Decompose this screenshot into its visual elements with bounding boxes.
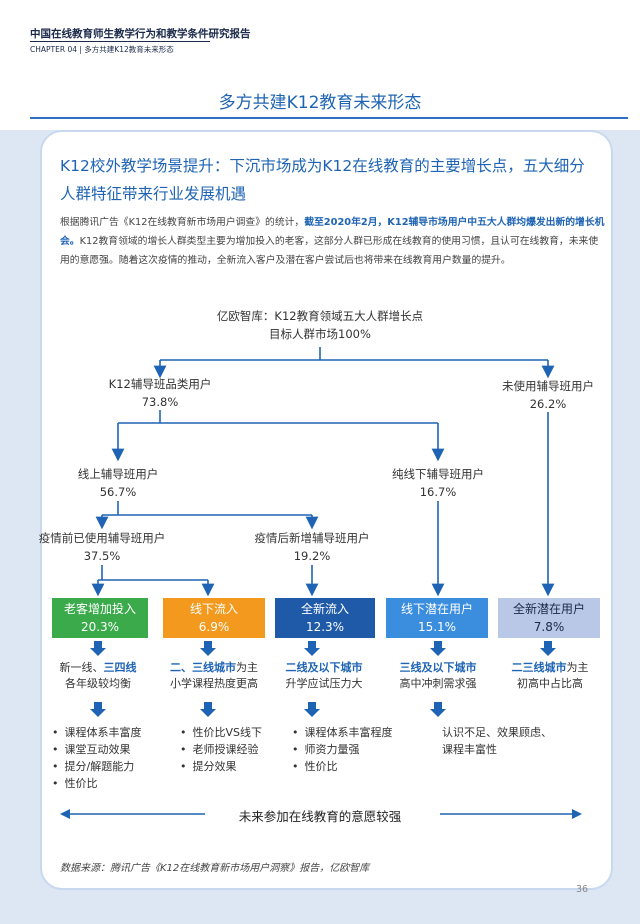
list-item: 提分效果: [180, 758, 262, 775]
segment-label: 全新流入: [300, 602, 349, 616]
list-item: 性价比: [292, 758, 393, 775]
tree-root: 亿欧智库：K12教育领域五大人群增长点 目标人群市场100%: [0, 307, 640, 343]
chapter-label: CHAPTER 04 | 多方共建K12教育未来形态: [30, 45, 174, 54]
desc-region: 新一线、: [59, 661, 104, 674]
node-value: 16.7%: [419, 485, 457, 499]
list-item: 课程丰富性: [442, 743, 497, 756]
desc-region-highlight: 二线及以下城市: [285, 661, 363, 674]
body-highlight: 截至2020年2月，K12辅导市场用户中五大人群均爆发出新的增长机会。: [60, 217, 605, 247]
segment-desc-new-potential: 二三线城市为主 初高中占比高: [492, 660, 608, 692]
concerns-old-customers: 课程体系丰富度 课堂互动效果 提分/解题能力 性价比: [52, 724, 142, 792]
segment-box-offline-inflow: 线下流入 6.9%: [163, 598, 265, 638]
desc-region: 为主: [566, 661, 589, 674]
desc-region: 为主: [236, 661, 258, 674]
segment-label: 线下流入: [189, 602, 238, 616]
concerns-offline-inflow: 性价比VS线下 老师授课经验 提分效果: [180, 724, 263, 775]
segment-box-new-potential: 全新潜在用户 7.8%: [498, 598, 600, 638]
desc-region-highlight: 二、三线城市: [170, 661, 236, 674]
desc-feature: 小学课程热度更高: [170, 677, 258, 690]
tree-node-online-users: 线上辅导班用户 56.7%: [58, 465, 178, 501]
node-label: K12辅导班品类用户: [108, 377, 212, 391]
desc-region-highlight: 二三线城市: [511, 661, 567, 674]
page-title: 多方共建K12教育未来形态: [218, 93, 422, 113]
desc-feature: 各年级较均衡: [65, 677, 131, 690]
segment-value: 12.3%: [305, 620, 345, 634]
concerns-offline-potential: 认识不足、效果顾虑、 课程丰富性: [442, 724, 552, 758]
segment-value: 6.9%: [198, 620, 230, 634]
list-item: 课程体系丰富程度: [292, 724, 393, 741]
title-divider: [30, 117, 628, 119]
segment-value: 20.3%: [80, 620, 120, 634]
tree-node-pre-epidemic-users: 疫情前已使用辅导班用户 37.5%: [32, 529, 172, 565]
tree-node-offline-only-users: 纯线下辅导班用户 16.7%: [368, 465, 508, 501]
node-value: 56.7%: [99, 485, 137, 499]
desc-feature: 初高中占比高: [517, 677, 583, 690]
node-value: 37.5%: [83, 549, 121, 563]
tree-node-unused-users: 未使用辅导班用户 26.2%: [478, 377, 618, 413]
segment-box-offline-potential: 线下潜在用户 15.1%: [386, 598, 488, 638]
list-item: 课程体系丰富度: [52, 724, 142, 741]
page-number: 36: [576, 884, 589, 895]
segment-box-old-customers: 老客增加投入 20.3%: [52, 598, 148, 638]
body-paragraph: 根据腾讯广告《K12在线教育新市场用户调查》的统计，截至2020年2月，K12辅…: [60, 213, 605, 270]
desc-region-highlight: 三四线: [103, 661, 137, 674]
segment-label: 老客增加投入: [63, 602, 136, 616]
desc-region-highlight: 三线及以下城市: [399, 661, 477, 674]
desc-feature: 高中冲刺需求强: [399, 677, 477, 690]
node-value: 73.8%: [141, 395, 179, 409]
node-label: 纯线下辅导班用户: [392, 467, 484, 481]
body-text-part2: K12教育领域的增长人群类型主要为增加投入的老客，这部分人群已形成在线教育的使用…: [60, 236, 599, 266]
segment-label: 线下潜在用户: [400, 602, 473, 616]
list-item: 认识不足、效果顾虑、: [442, 726, 552, 739]
concerns-new-inflow: 课程体系丰富程度 师资力量强 性价比: [292, 724, 393, 775]
header-divider: [30, 41, 210, 42]
segment-label: 全新潜在用户: [512, 602, 585, 616]
lead-heading: K12校外教学场景提升：下沉市场成为K12在线教育的主要增长点，五大细分人群特征…: [60, 157, 585, 203]
node-label: 未使用辅导班用户: [502, 379, 594, 393]
node-value: 19.2%: [293, 549, 331, 563]
tree-node-post-epidemic-users: 疫情后新增辅导班用户 19.2%: [236, 529, 388, 565]
segment-value: 7.8%: [533, 620, 565, 634]
list-item: 性价比VS线下: [180, 724, 263, 741]
report-title: 中国在线教育师生教学行为和教学条件研究报告: [30, 28, 251, 40]
tree-root-sub: 目标人群市场100%: [269, 327, 371, 341]
node-label: 疫情前已使用辅导班用户: [38, 531, 166, 545]
list-item: 提分/解题能力: [52, 758, 142, 775]
segment-desc-old-customers: 新一线、三四线 各年级较均衡: [36, 660, 160, 692]
segment-desc-offline-inflow: 二、三线城市为主 小学课程热度更高: [152, 660, 276, 692]
segment-box-new-inflow: 全新流入 12.3%: [275, 598, 375, 638]
willingness-banner: 未来参加在线教育的意愿较强: [238, 809, 402, 824]
data-source: 数据来源：腾讯广告《K12在线教育新市场用户洞察》报告，亿欧智库: [60, 863, 370, 874]
body-text-part1: 根据腾讯广告《K12在线教育新市场用户调查》的统计，: [60, 217, 305, 228]
list-item: 课堂互动效果: [52, 741, 142, 758]
desc-feature: 升学应试压力大: [285, 677, 363, 690]
tree-node-k12-class-users: K12辅导班品类用户 73.8%: [90, 375, 230, 411]
node-value: 26.2%: [529, 397, 567, 411]
segment-value: 15.1%: [417, 620, 457, 634]
list-item: 老师授课经验: [180, 741, 262, 758]
list-item: 师资力量强: [292, 741, 393, 758]
tree-root-title: 亿欧智库：K12教育领域五大人群增长点: [216, 309, 424, 323]
list-item: 性价比: [52, 775, 142, 792]
segment-desc-new-inflow: 二线及以下城市 升学应试压力大: [264, 660, 384, 692]
segment-desc-offline-potential: 三线及以下城市 高中冲刺需求强: [380, 660, 496, 692]
node-label: 疫情后新增辅导班用户: [254, 531, 370, 545]
node-label: 线上辅导班用户: [77, 467, 159, 481]
